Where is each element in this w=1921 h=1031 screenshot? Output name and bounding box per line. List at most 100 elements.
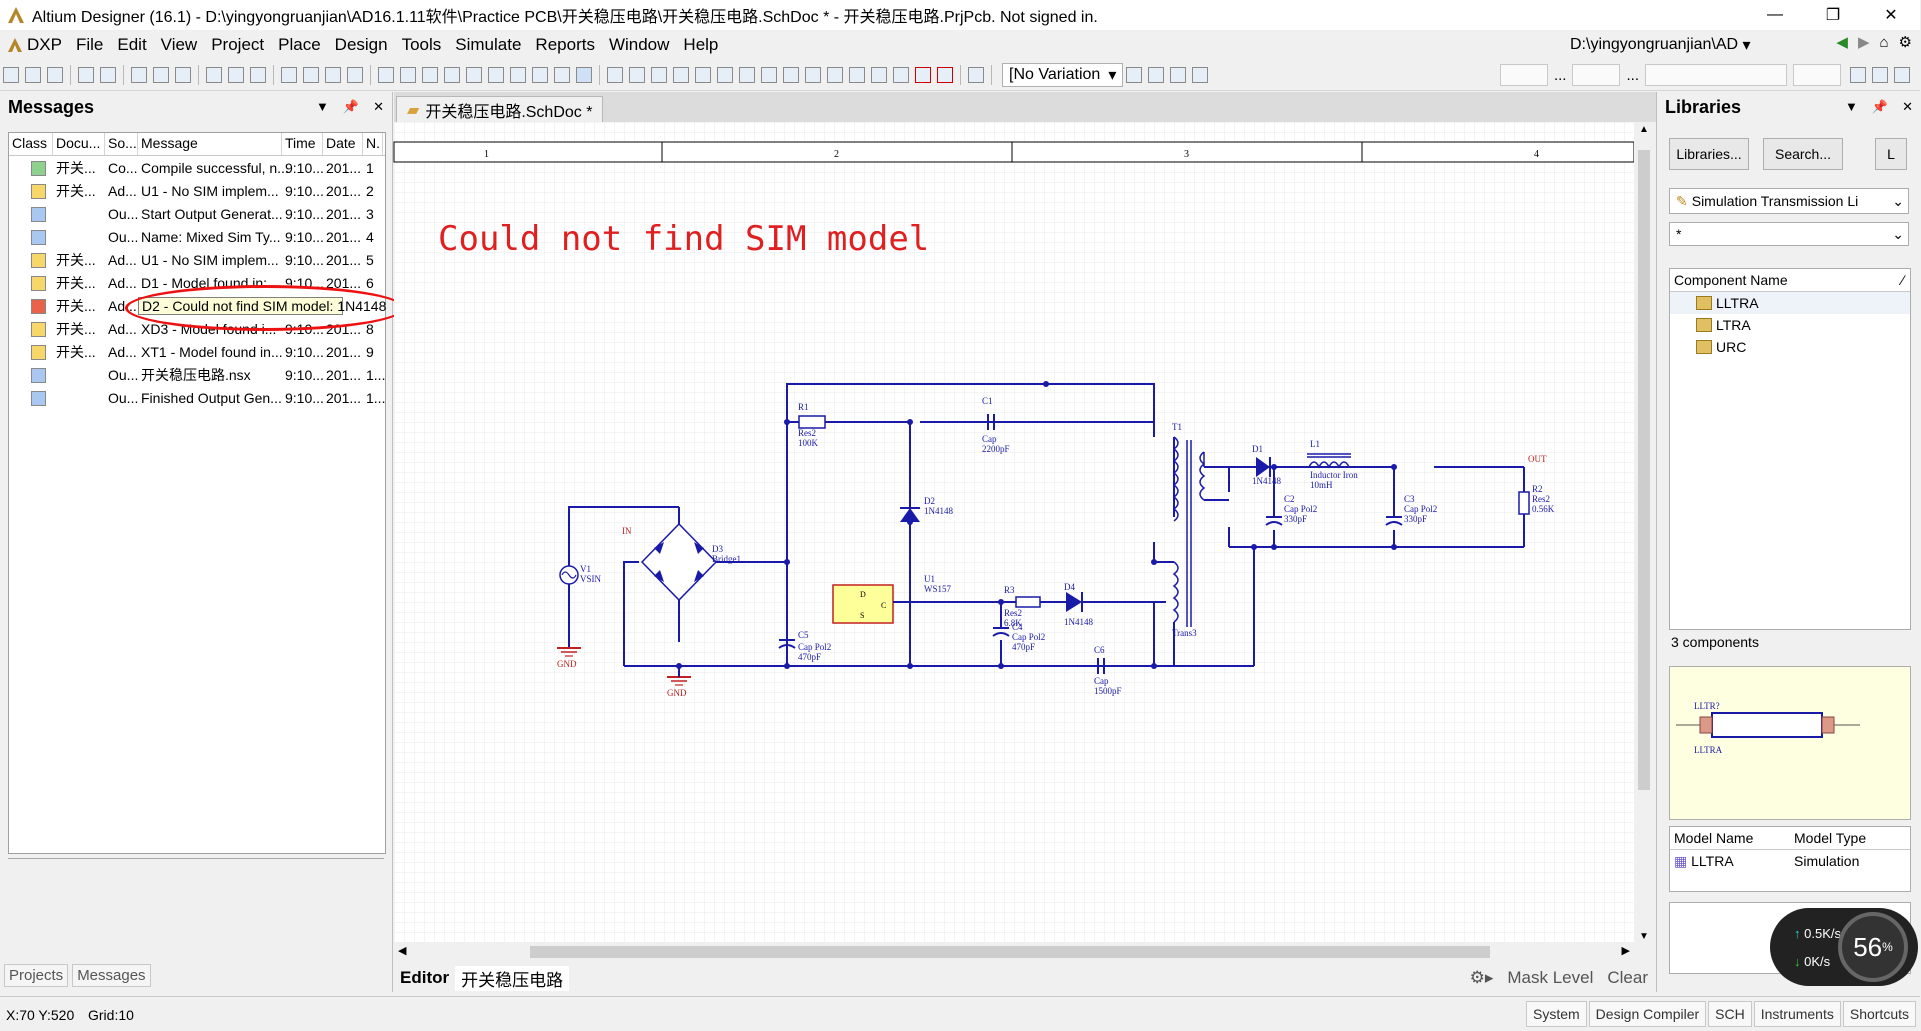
copy-icon[interactable] xyxy=(303,67,319,83)
close-button[interactable]: ✕ xyxy=(1884,7,1898,24)
search-button[interactable]: Search... xyxy=(1763,138,1843,170)
menu-project[interactable]: Project xyxy=(211,35,265,54)
zoom-selected-icon[interactable] xyxy=(250,67,266,83)
menu-file[interactable]: File xyxy=(75,35,104,54)
compile-mask-icon[interactable] xyxy=(937,67,953,83)
menu-view[interactable]: View xyxy=(160,35,198,54)
place-bus-entry-icon[interactable] xyxy=(651,67,667,83)
panel-close-icon[interactable]: ✕ xyxy=(1902,99,1913,114)
schematic-sheet[interactable]: 1 2 3 4 Could not find SIM model xyxy=(393,122,1635,942)
vcc-port-icon[interactable] xyxy=(717,67,733,83)
editor-doc-tab[interactable]: 开关稳压电路 xyxy=(455,965,570,991)
variant-manager-icon[interactable] xyxy=(1126,67,1143,83)
minimize-button[interactable]: — xyxy=(1767,6,1783,23)
paste-icon[interactable] xyxy=(325,67,341,83)
restore-button[interactable]: ❐ xyxy=(1825,7,1841,24)
digital-objects-icon[interactable] xyxy=(1170,67,1187,83)
menu-design[interactable]: Design xyxy=(334,35,388,54)
model-type-header[interactable]: Model Type xyxy=(1794,830,1867,846)
cross-probe-icon[interactable] xyxy=(554,67,570,83)
scroll-right-icon[interactable]: ▶ xyxy=(1621,945,1630,957)
transformer-t1[interactable]: T1 Trans3 xyxy=(1172,422,1229,666)
place-signal-harness-icon[interactable] xyxy=(893,67,909,83)
inductor-l1[interactable]: L1 Inductor Iron 10mH xyxy=(1294,439,1394,490)
horizontal-scroll-thumb[interactable] xyxy=(530,946,1490,958)
menu-edit[interactable]: Edit xyxy=(117,35,147,54)
diode-d4[interactable]: D4 1N4148 xyxy=(1064,582,1154,627)
print-icon[interactable] xyxy=(78,67,94,83)
forward-icon[interactable]: ▶ xyxy=(1857,34,1870,51)
gnd-port-icon[interactable] xyxy=(695,67,711,83)
new-doc-icon[interactable] xyxy=(3,67,19,83)
mask-level-button[interactable]: Mask Level xyxy=(1507,968,1594,987)
menu-help[interactable]: Help xyxy=(683,35,719,54)
capacitor-c1[interactable]: C1 Cap 2200pF xyxy=(982,396,1010,454)
pin-icon[interactable]: 📌 xyxy=(342,99,360,114)
message-row[interactable]: 开关...Ad...U1 - No SIM implem...9:10...20… xyxy=(9,179,385,202)
toolbar-combo-3[interactable] xyxy=(1645,64,1787,86)
tab-schdoc[interactable]: ▰ 开关稳压电路.SchDoc * xyxy=(396,96,604,123)
library-select[interactable]: ✎ Simulation Transmission Li ⌄ xyxy=(1669,188,1909,214)
status-tab-shortcuts[interactable]: Shortcuts xyxy=(1842,1001,1916,1027)
cut-icon[interactable] xyxy=(281,67,297,83)
home-icon[interactable]: ⌂ xyxy=(1879,33,1889,51)
filter-icon[interactable]: ⚙▸ xyxy=(1469,968,1494,987)
place-sheet-symbol-icon[interactable] xyxy=(761,67,777,83)
place-device-sheet-icon[interactable] xyxy=(805,67,821,83)
model-row[interactable]: ▦ LLTRA Simulation xyxy=(1670,850,1910,872)
back-icon[interactable]: ◀ xyxy=(1836,34,1848,51)
panel-menu-icon[interactable]: ▼ xyxy=(316,99,329,114)
filter-input[interactable]: * ⌄ xyxy=(1669,222,1909,246)
scroll-left-icon[interactable]: ◀ xyxy=(398,945,407,957)
tab-projects[interactable]: Projects xyxy=(4,964,69,987)
place-button[interactable]: L xyxy=(1875,138,1907,170)
status-tab-system[interactable]: System xyxy=(1525,1001,1587,1027)
no-erc-icon[interactable] xyxy=(915,67,931,83)
deselect-icon[interactable] xyxy=(444,67,460,83)
pin-icon[interactable]: 📌 xyxy=(1871,99,1889,114)
clear-button[interactable]: Clear xyxy=(1607,968,1648,987)
col-document[interactable]: Docu... xyxy=(53,133,105,155)
resistor-r1[interactable]: R1 Res2 100K xyxy=(798,402,826,448)
diode-d1[interactable]: D1 1N4148 xyxy=(1252,444,1281,486)
vertical-scroll-thumb[interactable] xyxy=(1638,150,1650,790)
col-time[interactable]: Time xyxy=(282,133,323,155)
model-name-header[interactable]: Model Name xyxy=(1674,830,1754,846)
diode-d2[interactable]: D2 1N4148 xyxy=(900,496,953,522)
message-row[interactable]: Ou...Start Output Generat...9:10...201..… xyxy=(9,202,385,225)
layout-icon[interactable] xyxy=(1894,67,1910,83)
capacitor-c4[interactable]: C4 Cap Pol2 470pF xyxy=(992,622,1045,652)
print-preview-icon[interactable] xyxy=(100,67,116,83)
panel-close-icon[interactable]: ✕ xyxy=(373,99,384,114)
component-list-header[interactable]: Component Name ⁄ xyxy=(1670,269,1910,292)
save-icon[interactable] xyxy=(47,67,63,83)
browse-component-icon[interactable] xyxy=(576,67,592,83)
col-number[interactable]: N. xyxy=(363,133,383,155)
resistor-r3[interactable]: R3 Res2 6.8K xyxy=(970,585,1066,628)
status-tab-instruments[interactable]: Instruments xyxy=(1753,1001,1841,1027)
drawing-tools-icon[interactable] xyxy=(968,67,984,83)
source-v1[interactable]: V1 VSIN xyxy=(559,564,602,585)
message-row[interactable]: Ou...Finished Output Gen...9:10...201...… xyxy=(9,386,385,409)
clear-filter-icon[interactable] xyxy=(466,67,482,83)
menu-tools[interactable]: Tools xyxy=(401,35,442,54)
bridge-d3[interactable]: D3 Bridge1 xyxy=(640,522,741,602)
open-project-icon[interactable] xyxy=(131,67,147,83)
zoom-fit-icon[interactable] xyxy=(206,67,222,83)
place-wire-icon[interactable] xyxy=(607,67,623,83)
status-tab-design-compiler[interactable]: Design Compiler xyxy=(1588,1001,1707,1027)
cross-select-icon[interactable] xyxy=(422,67,438,83)
message-row[interactable]: 开关...Ad...U1 - No SIM implem...9:10...20… xyxy=(9,248,385,271)
ic-u1[interactable]: D S C U1 WS157 xyxy=(832,574,952,624)
component-item[interactable]: URC xyxy=(1670,336,1910,358)
component-item[interactable]: LTRA xyxy=(1670,314,1910,336)
message-row[interactable]: 开关...Ad...XT1 - Model found in...9:10...… xyxy=(9,340,385,363)
zoom-area-icon[interactable] xyxy=(228,67,244,83)
toolbar-combo-2[interactable] xyxy=(1572,64,1621,86)
open-icon[interactable] xyxy=(25,67,41,83)
grids-icon[interactable] xyxy=(1192,67,1209,83)
col-message[interactable]: Message xyxy=(138,133,282,155)
toolbar-ellipsis-2[interactable]: ... xyxy=(1626,66,1639,84)
message-row[interactable]: 开关...Co...Compile successful, n...9:10..… xyxy=(9,156,385,179)
